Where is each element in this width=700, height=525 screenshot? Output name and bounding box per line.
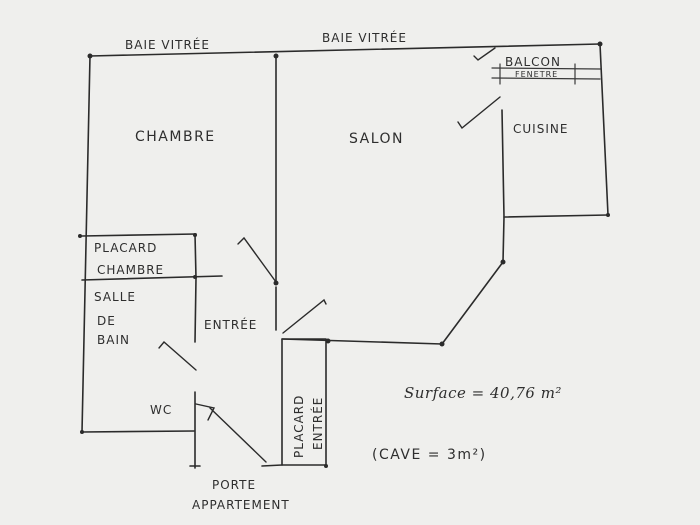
fenetre-line-top — [491, 67, 601, 70]
labels: BAIE VITRÉE BAIE VITRÉE CHAMBRE SALON CU… — [94, 30, 568, 512]
entrance-door — [209, 407, 267, 463]
top-wall — [89, 43, 601, 57]
salon-door — [282, 298, 327, 334]
balcon-door — [473, 47, 496, 61]
placard-chambre-right-wall — [194, 233, 197, 279]
node — [325, 338, 331, 344]
placard-entree-box — [281, 338, 327, 466]
kitchen-door — [457, 96, 501, 130]
salon-label: SALON — [349, 131, 404, 147]
wall-nodes — [78, 41, 610, 468]
placard-chambre-label-2: CHAMBRE — [97, 263, 164, 277]
salon-bottom-wall — [281, 338, 443, 345]
placard-chambre-bottom-wall — [81, 275, 223, 281]
sdb-label-1: SALLE — [94, 290, 136, 304]
node — [78, 234, 82, 238]
cuisine-label: CUISINE — [513, 122, 568, 136]
entree-label: ENTRÉE — [204, 317, 257, 332]
surface-label: Surface = 40,76 m² — [404, 384, 562, 402]
node — [193, 233, 197, 237]
placard-entree-label-1: PLACARD — [292, 395, 306, 458]
chambre-label: CHAMBRE — [135, 129, 216, 145]
wc-bottom-wall — [81, 430, 195, 433]
sdb-label-3: BAIN — [97, 333, 130, 347]
baie-vitree-right-label: BAIE VITRÉE — [322, 30, 407, 45]
node — [87, 53, 93, 59]
appartement-label: APPARTEMENT — [192, 498, 290, 512]
porte-label: PORTE — [212, 478, 256, 492]
fenetre-line-bottom — [491, 77, 601, 80]
wc-door — [195, 403, 216, 421]
placard-chambre-top-wall — [81, 233, 197, 237]
kitchen-right-wall — [599, 43, 609, 216]
sdb-label-2: DE — [97, 314, 116, 328]
node — [273, 53, 279, 59]
node — [273, 280, 279, 286]
wc-label: WC — [150, 403, 172, 417]
kitchen-bottom-wall — [504, 214, 609, 218]
baie-vitree-left-label: BAIE VITRÉE — [125, 37, 210, 52]
node — [597, 41, 603, 47]
cave-label: (CAVE = 3m²) — [372, 447, 487, 463]
diagonal-wall — [441, 261, 504, 345]
placard-chambre-label-1: PLACARD — [94, 241, 157, 255]
node — [439, 341, 445, 347]
node — [193, 275, 197, 279]
placard-entree-label-2: ENTRÉE — [310, 397, 325, 450]
balcon-window — [491, 63, 601, 85]
node — [500, 259, 506, 265]
sdb-right-wall — [194, 277, 197, 343]
chambre-door — [237, 236, 277, 283]
walls — [81, 43, 609, 469]
doors — [158, 47, 501, 463]
door-jamb-right — [261, 464, 283, 467]
balcon-label: BALCON — [505, 55, 561, 69]
salon-right-wall — [502, 216, 505, 263]
node — [324, 464, 328, 468]
node — [80, 430, 84, 434]
sdb-door — [158, 341, 197, 371]
node — [606, 213, 610, 217]
fenetre-label: FENETRE — [515, 70, 558, 79]
left-wall — [81, 55, 91, 433]
kitchen-left-wall — [501, 109, 505, 218]
